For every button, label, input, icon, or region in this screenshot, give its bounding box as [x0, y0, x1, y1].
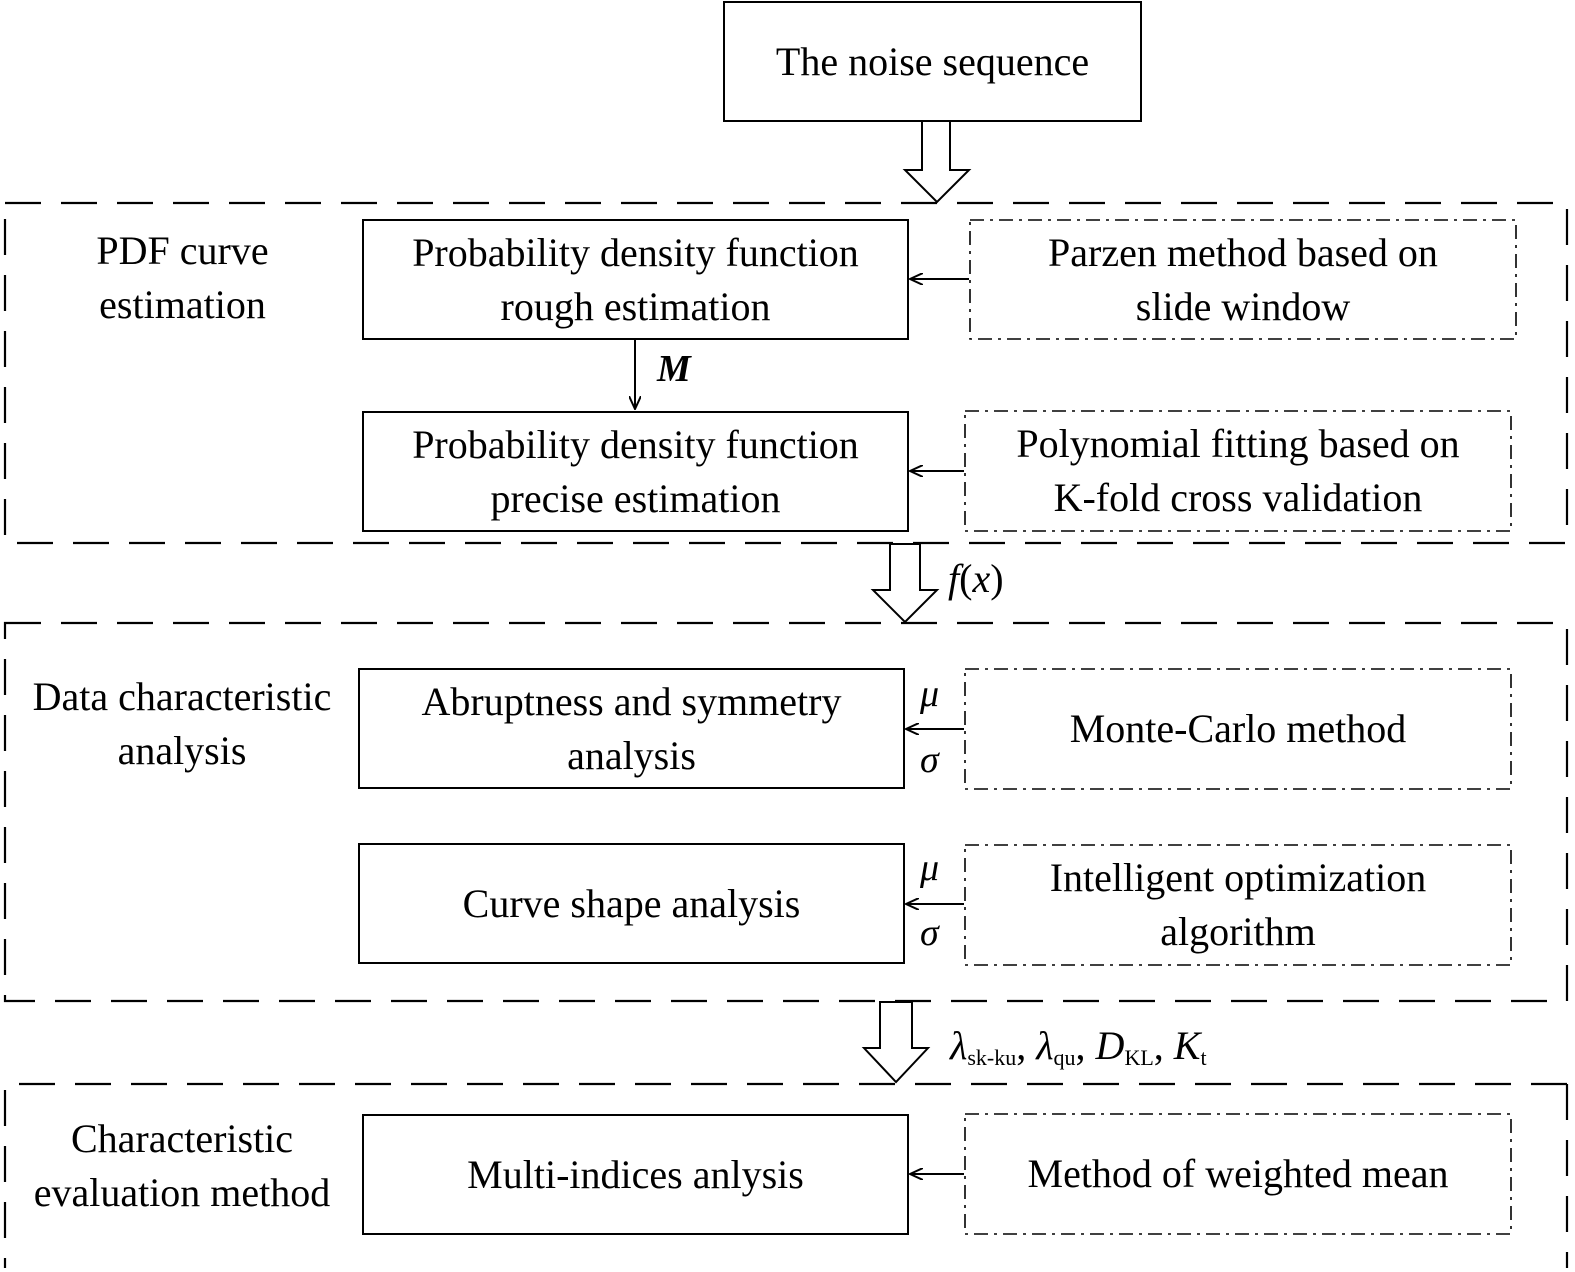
- method-box-outline-5: [964, 1113, 1512, 1235]
- method-box-outline-3: [964, 668, 1512, 790]
- method-box-weighted-mean: Method of weighted mean: [965, 1114, 1511, 1234]
- param-mu: μ: [920, 673, 940, 715]
- block-arrow-input: [902, 120, 972, 204]
- method-line: algorithm: [1160, 909, 1316, 954]
- method-box-outline-4: [964, 844, 1512, 966]
- method-line: Parzen method based on: [1048, 229, 1438, 275]
- param-sigma: σ: [920, 912, 939, 954]
- stage-title-pdf: PDF curve estimation: [30, 224, 335, 332]
- method-box-outline-2: [964, 410, 1512, 532]
- method-line: Intelligent optimization: [1049, 855, 1427, 900]
- func-symbol: f: [948, 556, 960, 601]
- method-line: Method of weighted mean: [1027, 1151, 1449, 1196]
- method-box-montecarlo: Monte-Carlo method: [965, 669, 1511, 789]
- index-term: λqu,: [1036, 1023, 1096, 1070]
- transition-label-indices: λsk-ku, λqu, DKL, Kt: [950, 1022, 1207, 1082]
- process-line: rough estimation: [500, 283, 771, 329]
- method-line: Polynomial fitting based on: [1016, 421, 1460, 466]
- process-line: Probability density function: [412, 229, 859, 275]
- stage-title-line: estimation: [99, 282, 266, 327]
- process-line: Abruptness and symmetry: [421, 678, 842, 724]
- process-box-rough: Probability density function rough estim…: [362, 219, 909, 340]
- process-line: Probability density function: [412, 421, 859, 467]
- stage-title-line: evaluation method: [33, 1170, 331, 1215]
- transition-label-fx: f(x): [948, 556, 1004, 601]
- method-box-polynomial: Polynomial fitting based on K-fold cross…: [965, 411, 1511, 531]
- index-term: Kt: [1173, 1023, 1207, 1070]
- process-box-curve-shape: Curve shape analysis: [358, 843, 905, 964]
- stage-title-line: Data characteristic: [32, 674, 332, 719]
- block-arrow-pdf: [870, 543, 940, 624]
- process-line: Multi-indices anlysis: [467, 1151, 804, 1197]
- var-symbol: x: [972, 556, 991, 601]
- process-line: analysis: [567, 732, 696, 778]
- process-box-abruptness: Abruptness and symmetry analysis: [358, 668, 905, 789]
- stage-border-data: [3, 621, 1569, 1003]
- method-line: Monte-Carlo method: [1069, 706, 1407, 751]
- stage-title-eval: Characteristic evaluation method: [8, 1112, 356, 1220]
- method-line: slide window: [1135, 283, 1351, 329]
- index-term: λsk-ku,: [950, 1023, 1037, 1070]
- method-line: K-fold cross validation: [1053, 475, 1423, 520]
- stage-title-line: PDF curve: [96, 228, 269, 273]
- method-box-optimization: Intelligent optimization algorithm: [965, 845, 1511, 965]
- stage-title-line: Characteristic: [70, 1116, 294, 1161]
- method-box-parzen: Parzen method based on slide window: [970, 220, 1516, 339]
- index-term: DKL,: [1095, 1023, 1174, 1070]
- input-label: The noise sequence: [775, 38, 1090, 84]
- process-box-precise: Probability density function precise est…: [362, 411, 909, 532]
- process-line: Curve shape analysis: [462, 880, 801, 926]
- stage-title-line: analysis: [117, 728, 247, 773]
- stage-border-eval: [3, 1082, 1569, 1268]
- method-box-outline-1: [969, 219, 1517, 340]
- stage-title-data: Data characteristic analysis: [8, 670, 356, 778]
- process-box-multi-indices: Multi-indices anlysis: [362, 1114, 909, 1235]
- process-line: precise estimation: [490, 475, 781, 521]
- matrix-label: M: [657, 348, 691, 390]
- param-sigma: σ: [920, 739, 939, 781]
- block-arrow-data: [861, 1001, 931, 1084]
- param-mu: μ: [920, 847, 940, 889]
- input-box: The noise sequence: [723, 1, 1142, 122]
